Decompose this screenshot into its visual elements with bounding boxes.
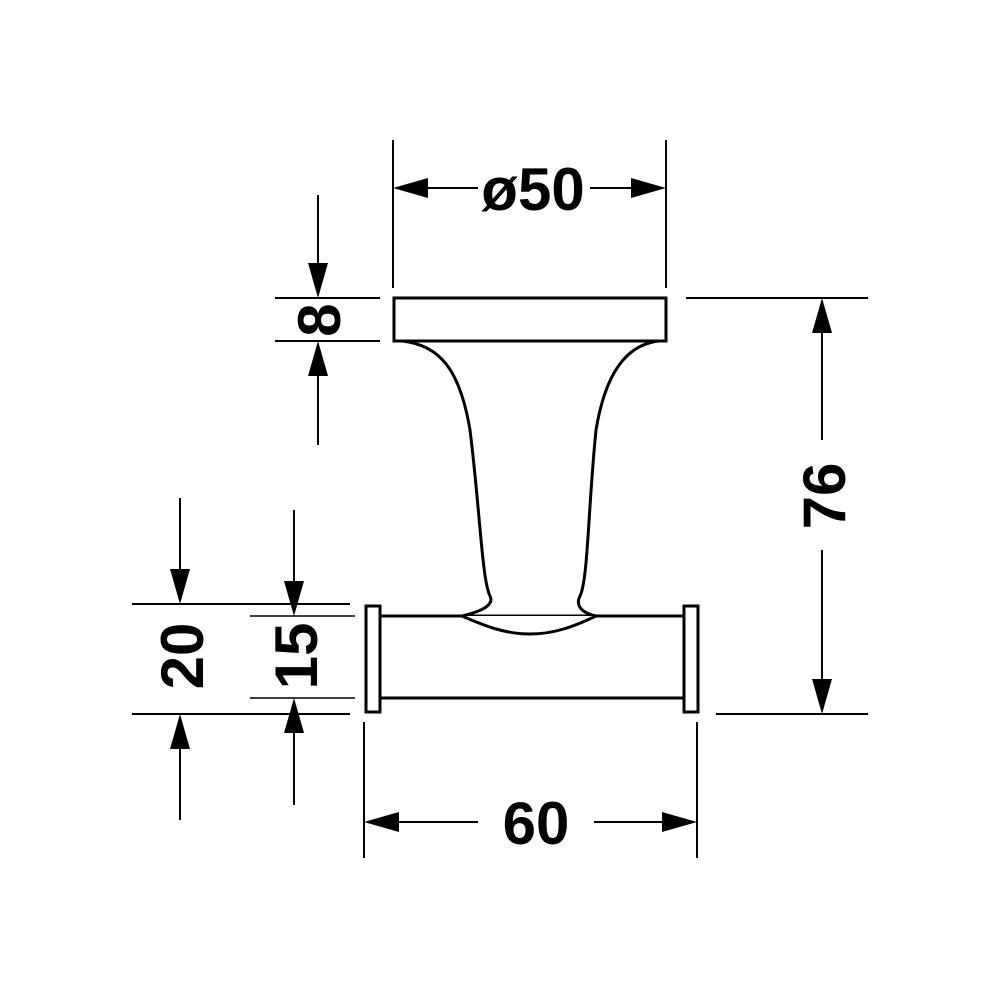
dimension-bar-height: 15: [250, 510, 355, 805]
dimension-label-cap-height: 20: [149, 623, 216, 690]
hook-neck: [401, 339, 659, 618]
arrowhead: [284, 581, 304, 616]
dimension-cap-height: 20: [132, 498, 350, 820]
dimension-diameter: ø50: [392, 140, 667, 288]
arrowhead: [170, 569, 190, 604]
arrowhead: [308, 263, 328, 298]
dimension-label-diameter: ø50: [481, 156, 584, 223]
arrowhead: [284, 698, 304, 733]
arrowhead: [812, 298, 832, 333]
dimension-total-width: 60: [363, 722, 698, 858]
arrowhead: [631, 178, 666, 198]
dimension-total-depth: 76: [686, 297, 868, 715]
dimension-label-total-depth: 76: [791, 463, 858, 530]
hook-outline: [364, 296, 700, 714]
right-end-cap: [682, 604, 700, 714]
neck-fillet: [461, 614, 597, 636]
dimension-plate-thickness: 8: [275, 195, 380, 445]
arrowhead: [662, 812, 697, 832]
arrowhead: [170, 714, 190, 749]
arrowhead: [393, 178, 428, 198]
dimension-label-total-width: 60: [503, 790, 570, 857]
dimension-label-plate-thickness: 8: [286, 303, 353, 336]
arrowhead: [308, 341, 328, 376]
mounting-plate: [392, 296, 668, 343]
arrowhead: [364, 812, 399, 832]
left-end-cap: [364, 604, 382, 714]
dimension-label-bar-height: 15: [263, 623, 330, 690]
arrowhead: [812, 679, 832, 714]
